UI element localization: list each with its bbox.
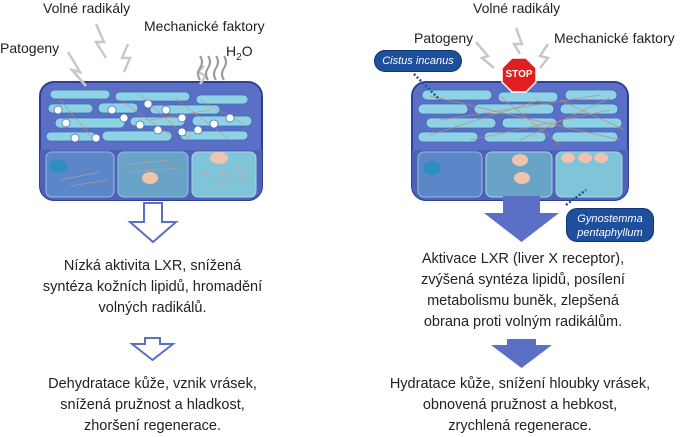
right-label-mechanical: Mechanické faktory	[554, 30, 675, 46]
right-text-2-line: obnovená pružnost a hebkost,	[422, 397, 618, 413]
left-text-1: Nízká aktivita LXR, snížená syntéza kožn…	[20, 256, 285, 319]
right-text-2-line: zrychlená regenerace.	[448, 418, 592, 434]
left-text-2-line: Dehydratace kůže, vznik vrásek,	[48, 376, 257, 392]
water-o: O	[241, 43, 253, 59]
gyno-line-2: pentaphyllum	[577, 227, 643, 239]
right-text-1-line: Aktivace LXR (liver X receptor),	[421, 251, 625, 267]
left-text-1-line: Nízká aktivita LXR, snížená	[63, 258, 242, 274]
left-lightning-icons	[66, 23, 208, 87]
left-free-radicals	[53, 99, 235, 143]
right-lipid-layer	[417, 89, 623, 143]
left-text-1-line: syntéza kožních lipidů, hromadění	[42, 279, 263, 295]
vapour-icon	[197, 55, 227, 81]
right-text-1-line: zvýšená syntéza lipidů, posílení	[421, 272, 625, 288]
right-text-1-line: obrana proti volným radikálům.	[423, 314, 623, 330]
right-skin-block	[411, 81, 629, 201]
left-label-radicals: Volné radikály	[43, 0, 131, 16]
right-text-2-line: Hydratace kůže, snížení hloubky vrásek,	[389, 376, 651, 392]
right-text-1: Aktivace LXR (liver X receptor), zvýšená…	[378, 249, 668, 333]
left-label-mechanical: Mechanické faktory	[144, 18, 265, 34]
cistus-incanus-label: Cistus incanus	[374, 50, 462, 72]
left-fibres	[59, 94, 246, 141]
left-cell-row	[40, 150, 262, 200]
right-cell-row	[412, 150, 628, 200]
right-fibres	[429, 94, 626, 146]
gyno-leader-line	[565, 189, 587, 206]
gyno-line-1: Gynostemma	[577, 213, 643, 225]
left-outline-arrow-1	[127, 202, 179, 244]
right-lightning-icons	[475, 27, 551, 69]
left-text-2-line: snížená pružnost a hladkost,	[60, 397, 245, 413]
right-label-radicals: Volné radikály	[473, 0, 561, 16]
left-text-1-line: volných radikálů.	[98, 300, 207, 316]
water-sub: 2	[236, 51, 242, 63]
stop-sign-icon	[501, 57, 537, 93]
left-label-water: H2O	[226, 43, 253, 66]
right-text-2: Hydratace kůže, snížení hloubky vrásek, …	[360, 374, 680, 437]
right-solid-arrow-1	[484, 196, 559, 242]
stop-sign-label: STOP	[505, 69, 533, 80]
water-h: H	[226, 43, 237, 59]
left-skin-block	[39, 81, 263, 201]
left-text-2: Dehydratace kůže, vznik vrásek, snížená …	[20, 374, 285, 437]
right-label-pathogens: Patogeny	[414, 30, 474, 46]
left-label-pathogens: Patogeny	[0, 40, 60, 56]
left-text-2-line: zhoršení regenerace.	[83, 418, 222, 434]
right-solid-arrow-2	[491, 339, 552, 368]
left-outline-arrow-2	[129, 337, 176, 362]
right-text-1-line: metabolismu buněk, zlepšená	[427, 293, 619, 309]
gynostemma-label: Gynostemma pentaphyllum	[566, 208, 654, 242]
